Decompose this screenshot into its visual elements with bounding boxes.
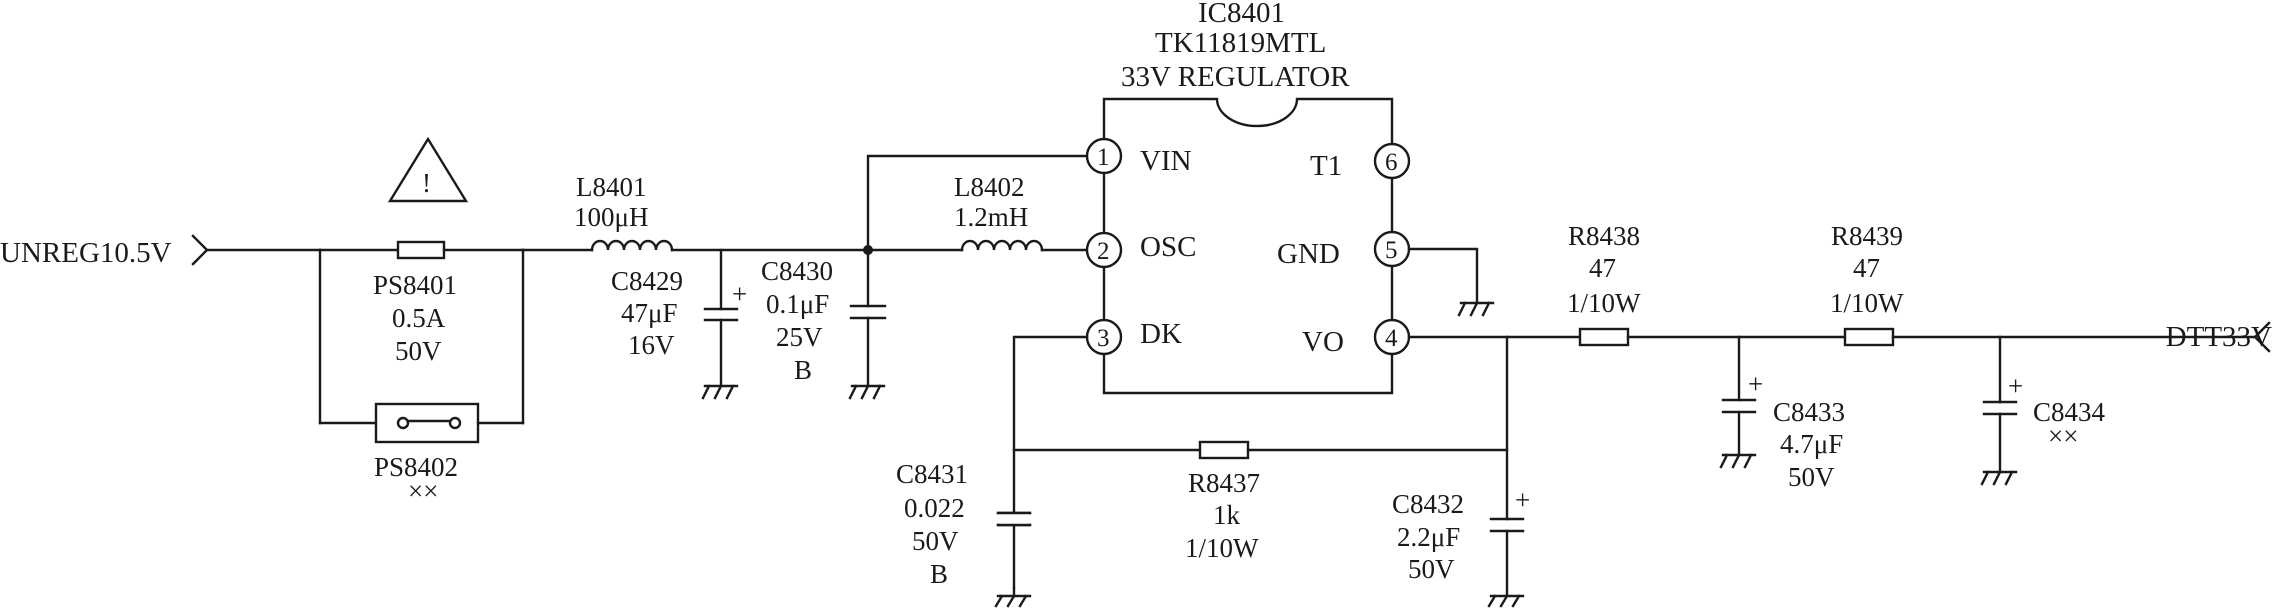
- r8439-value: 47: [1853, 253, 1880, 283]
- inductor-l8401: [590, 239, 674, 252]
- c8429-ref: C8429: [611, 266, 683, 296]
- ic-pin-6-num: 6: [1385, 149, 1398, 176]
- r8438-ref: R8438: [1568, 221, 1640, 251]
- ic-pin-2-num: 2: [1097, 238, 1110, 265]
- c8431-value: 0.022: [904, 493, 965, 523]
- resistor-r8437: [1198, 440, 1250, 460]
- c8432-value: 2.2μF: [1397, 522, 1460, 552]
- input-port-label: UNREG10.5V: [0, 237, 172, 269]
- c8430-voltage: 25V: [776, 322, 823, 352]
- c8430-value: 0.1μF: [766, 289, 829, 319]
- capacitor-c8433: [1719, 335, 1757, 469]
- warning-triangle-icon: !: [387, 136, 469, 203]
- ground-icon: [994, 594, 1032, 608]
- c8429-voltage: 16V: [628, 330, 675, 360]
- c8432-voltage: 50V: [1408, 554, 1455, 584]
- ps8402-note: ××: [408, 476, 438, 506]
- ps8401-voltage: 50V: [395, 336, 442, 366]
- r8437-power: 1/10W: [1185, 533, 1259, 563]
- c8429-polarity: +: [732, 279, 747, 309]
- ps8402-ref: PS8402: [374, 452, 458, 482]
- r8437-value: 1k: [1213, 500, 1241, 530]
- r8438-power: 1/10W: [1567, 288, 1641, 318]
- inductor-l8402: [960, 239, 1044, 252]
- wire-dk: [1012, 335, 1089, 590]
- c8434-ref: C8434: [2033, 397, 2106, 427]
- capacitor-c8429: [701, 248, 739, 400]
- ground-icon: [1457, 301, 1495, 317]
- c8432-polarity: +: [1515, 485, 1530, 515]
- wire-gnd: [1407, 247, 1479, 305]
- c8429-value: 47μF: [621, 298, 678, 328]
- c8433-voltage: 50V: [1788, 462, 1835, 492]
- ic-pin-5-num: 5: [1385, 237, 1398, 264]
- ic-desc: 33V REGULATOR: [1121, 61, 1350, 93]
- c8434-note: ××: [2048, 421, 2078, 451]
- ground-icon: [1487, 594, 1525, 608]
- l8402-ref: L8402: [954, 172, 1025, 202]
- fuse-ps8401: [396, 240, 446, 260]
- ic-pin-6-name: T1: [1310, 150, 1342, 182]
- c8431-ref: C8431: [896, 459, 968, 489]
- ground-icon: [701, 384, 739, 400]
- c8431-voltage: 50V: [912, 526, 959, 556]
- ps8401-rating: 0.5A: [392, 303, 446, 333]
- ic-pin-6: [1373, 142, 1411, 180]
- r8437-ref: R8437: [1188, 468, 1260, 498]
- ps8401-ref: PS8401: [373, 270, 457, 300]
- capacitor-c8430: [848, 248, 887, 400]
- wire-vin: [866, 154, 1089, 252]
- c8434-polarity: +: [2008, 371, 2023, 401]
- l8401-ref: L8401: [576, 172, 647, 202]
- c8431-type: B: [930, 559, 948, 589]
- ic-body: [1102, 97, 1394, 395]
- ic-pin-4-name: VO: [1302, 326, 1344, 358]
- output-port-arrow: [2253, 321, 2271, 353]
- output-port-label: DTT33V: [2166, 321, 2272, 353]
- ic-pin-1-name: VIN: [1140, 145, 1192, 177]
- c8430-type: B: [794, 355, 812, 385]
- ic-pin-1-num: 1: [1097, 144, 1110, 171]
- capacitor-c8434: [1980, 335, 2018, 486]
- c8433-polarity: +: [1748, 369, 1763, 399]
- c8432-ref: C8432: [1392, 489, 1464, 519]
- warning-symbol: !: [422, 168, 431, 198]
- r8439-ref: R8439: [1831, 221, 1903, 251]
- ground-icon: [1719, 453, 1757, 469]
- capacitor-c8432: [1487, 335, 1525, 608]
- ic-pin-2-name: OSC: [1140, 231, 1196, 263]
- c8433-value: 4.7μF: [1780, 429, 1843, 459]
- c8433-ref: C8433: [1773, 397, 1845, 427]
- ic-pin-2: [1085, 231, 1123, 269]
- ic-pin-3-num: 3: [1097, 325, 1110, 352]
- ground-icon: [848, 384, 886, 400]
- l8401-value: 100μH: [574, 202, 648, 232]
- fuse-block: [318, 240, 525, 444]
- ic-ref: IC8401: [1198, 0, 1285, 29]
- l8402-value: 1.2mH: [954, 202, 1028, 232]
- resistor-r8438: [1578, 327, 1630, 347]
- input-port-arrow: [191, 234, 209, 266]
- ic-pin-4-num: 4: [1385, 325, 1398, 352]
- ic-pin-5-name: GND: [1277, 238, 1340, 270]
- fuse-ps8402: [374, 402, 480, 444]
- r8438-value: 47: [1589, 253, 1616, 283]
- c8430-ref: C8430: [761, 256, 833, 286]
- ground-icon: [1980, 470, 2018, 486]
- resistor-r8439: [1843, 327, 1895, 347]
- ic-pin-3-name: DK: [1140, 318, 1182, 350]
- ic-pin-1: [1085, 137, 1123, 175]
- r8439-power: 1/10W: [1830, 288, 1904, 318]
- ic-part: TK11819MTL: [1155, 27, 1326, 59]
